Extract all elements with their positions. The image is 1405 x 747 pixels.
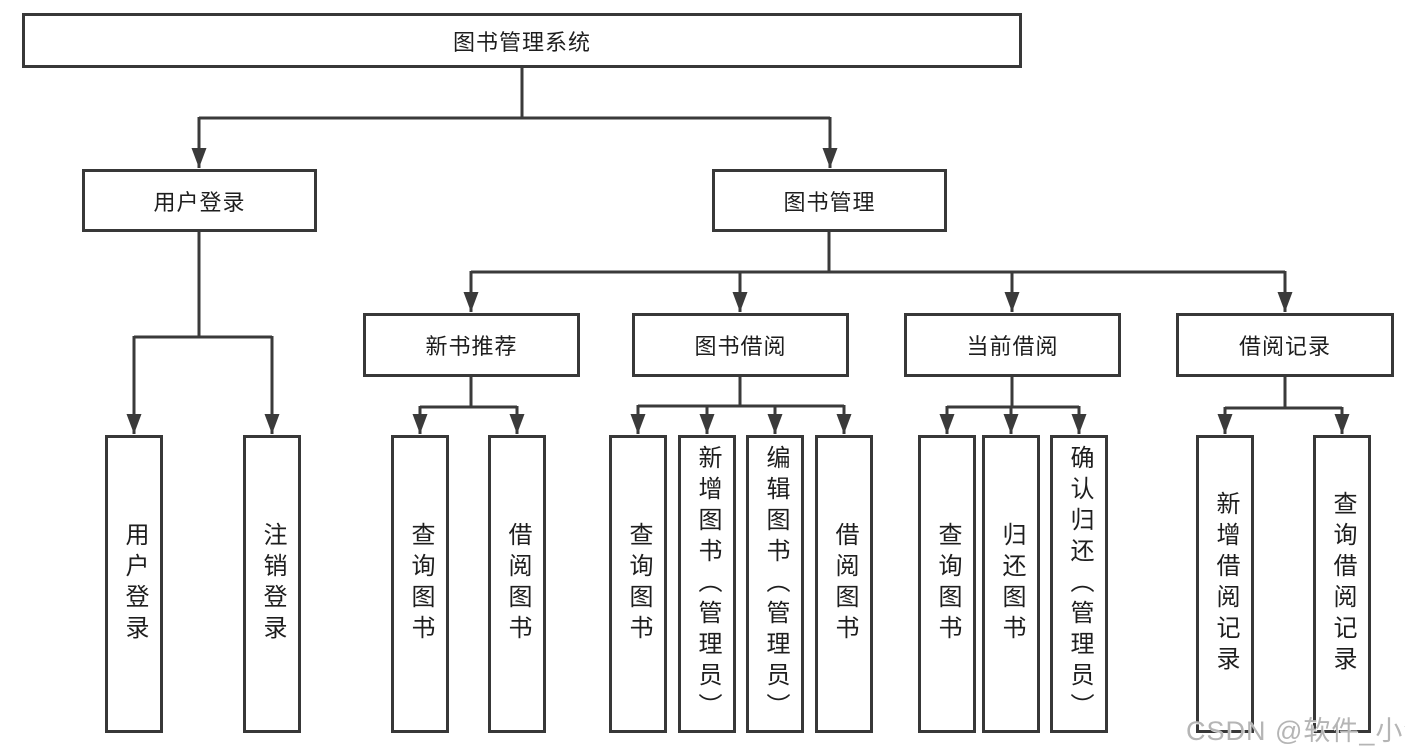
node-library-management-system-label: 图书管理系统 (452, 29, 591, 55)
node-book-borrow: 图书借阅 (632, 313, 849, 377)
node-leaf-bb-add-books-admin-label: 新增图书（管理员） (694, 444, 721, 724)
node-leaf-cb-return-books-label: 归还图书 (998, 522, 1025, 646)
node-leaf-bb-borrow-books: 借阅图书 (815, 435, 873, 733)
node-leaf-bb-query-books-label: 查询图书 (625, 522, 652, 646)
node-current-borrow: 当前借阅 (904, 313, 1121, 377)
node-book-management: 图书管理 (712, 169, 947, 232)
node-borrow-records: 借阅记录 (1176, 313, 1394, 377)
node-leaf-rec-borrow-books: 借阅图书 (488, 435, 546, 733)
node-leaf-user-login-label: 用户登录 (121, 522, 148, 646)
node-leaf-br-query-record: 查询借阅记录 (1313, 435, 1371, 733)
node-leaf-rec-query-books-label: 查询图书 (407, 522, 434, 646)
node-leaf-rec-borrow-books-label: 借阅图书 (504, 522, 531, 646)
node-library-management-system: 图书管理系统 (22, 13, 1022, 68)
connector-root-trunk (199, 68, 830, 120)
node-leaf-bb-edit-books-admin-label: 编辑图书（管理员） (762, 444, 789, 724)
connector-book-borrow-trunk (638, 377, 844, 408)
node-borrow-records-label: 借阅记录 (1238, 334, 1331, 359)
node-current-borrow-label: 当前借阅 (966, 334, 1059, 359)
node-user-login: 用户登录 (82, 169, 317, 232)
node-leaf-cb-query-books: 查询图书 (918, 435, 976, 733)
node-leaf-bb-add-books-admin: 新增图书（管理员） (678, 435, 736, 733)
node-book-borrow-label: 图书借阅 (694, 334, 787, 359)
connector-new-book-rec-trunk (420, 377, 517, 409)
connector-user-login-trunk (134, 232, 272, 339)
node-leaf-br-add-record: 新增借阅记录 (1196, 435, 1254, 733)
node-leaf-cb-query-books-label: 查询图书 (934, 522, 961, 646)
node-leaf-br-query-record-label: 查询借阅记录 (1329, 491, 1356, 677)
connector-current-borrow-trunk (947, 377, 1079, 409)
node-leaf-br-add-record-label: 新增借阅记录 (1212, 491, 1239, 677)
csdn-watermark: CSDN @软件_小贺同学 (1186, 716, 1405, 746)
node-leaf-cb-return-books: 归还图书 (982, 435, 1040, 733)
node-user-login-label: 用户登录 (153, 189, 246, 215)
node-leaf-rec-query-books: 查询图书 (391, 435, 449, 733)
node-leaf-bb-edit-books-admin: 编辑图书（管理员） (746, 435, 804, 733)
node-new-book-recommend-label: 新书推荐 (425, 334, 518, 359)
node-leaf-cb-confirm-return-admin: 确认归还（管理员） (1050, 435, 1108, 733)
node-leaf-cb-confirm-return-admin-label: 确认归还（管理员） (1066, 444, 1093, 724)
node-book-management-label: 图书管理 (783, 189, 876, 215)
node-leaf-bb-borrow-books-label: 借阅图书 (831, 522, 858, 646)
node-new-book-recommend: 新书推荐 (363, 313, 580, 377)
connector-book-mgmt-trunk (471, 232, 1285, 274)
connector-borrow-records-trunk (1225, 377, 1342, 410)
node-leaf-logout: 注销登录 (243, 435, 301, 733)
node-leaf-bb-query-books: 查询图书 (609, 435, 667, 733)
node-leaf-logout-label: 注销登录 (259, 522, 286, 646)
node-leaf-user-login: 用户登录 (105, 435, 163, 733)
